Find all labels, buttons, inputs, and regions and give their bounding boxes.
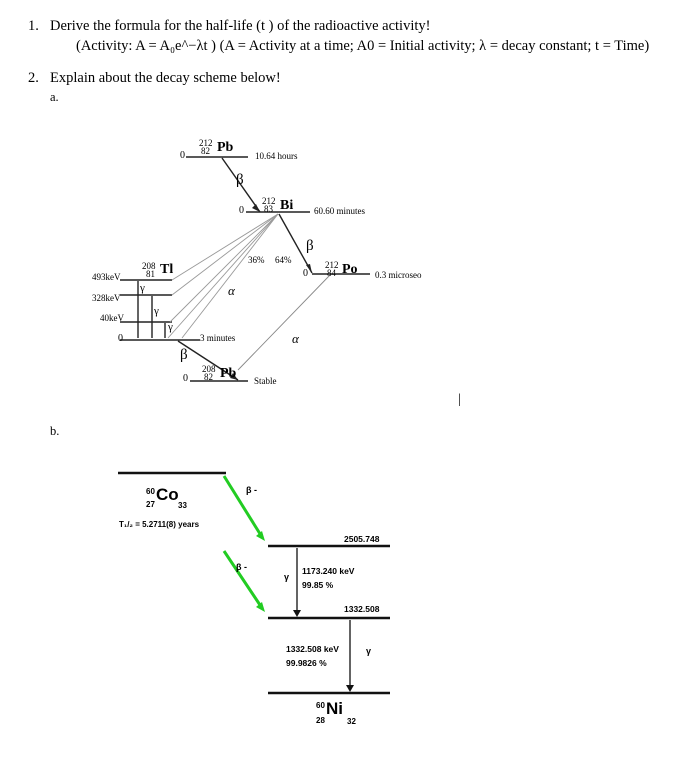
level-328kev: 328keV (92, 293, 121, 303)
tl208-symbol: Tl (160, 262, 174, 277)
pb212-halflife: 10.64 hours (255, 151, 298, 161)
bi212-z: 83 (264, 204, 273, 214)
question-2-text: Explain about the decay scheme below! (50, 70, 281, 86)
beta-label-b2: β - (236, 562, 247, 572)
question-2-number: 2. (28, 70, 39, 86)
po212-zero: 0 (303, 268, 308, 279)
po212-z: 84 (327, 268, 336, 278)
beta-arrow-green-1 (222, 475, 264, 538)
gamma-arrowhead-1332 (346, 685, 354, 692)
pb208-stable: Stable (254, 376, 277, 386)
pb208-zero: 0 (183, 373, 188, 384)
question-1-formula: (Activity: A = A₀e^−λt ) (A = Activity a… (76, 38, 650, 54)
tl208-z: 81 (146, 269, 155, 279)
ni60-z: 28 (316, 716, 325, 725)
gamma-label-1: γ (140, 282, 145, 294)
beta-branch-pct: 64% (275, 255, 292, 265)
beta-label-3: β (180, 347, 188, 363)
beta-arrow-green-2 (222, 550, 264, 609)
tl208-halflife: 3 minutes (200, 333, 236, 343)
pb212-mass: 212 (199, 138, 213, 148)
beta-label-2: β (306, 238, 314, 254)
gamma-arrowhead-1173 (293, 610, 301, 617)
pb208-symbol: Pb (220, 366, 237, 381)
ni60-mass: 60 (316, 701, 325, 710)
gamma-label-b1: γ (284, 572, 290, 582)
beta-arrow-bi-po (278, 213, 313, 274)
question-1-number: 1. (28, 18, 39, 34)
gamma1-intensity: 99.85 % (302, 580, 334, 590)
bi212-zero: 0 (239, 205, 244, 216)
co60-mass: 60 (146, 487, 155, 496)
pb208-z: 82 (204, 372, 213, 382)
gamma-label-b2: γ (366, 646, 372, 656)
po212-symbol: Po (342, 262, 358, 277)
ni60-n: 32 (347, 717, 356, 726)
beta-label-1: β (236, 172, 244, 188)
gamma2-energy: 1332.508 keV (286, 644, 339, 654)
beta-arrowhead-2 (256, 602, 265, 612)
bi212-mass: 212 (262, 196, 276, 206)
gamma1-energy: 1173.240 keV (302, 566, 355, 576)
level-493kev: 493keV (92, 272, 121, 282)
part-a-label: a. (50, 90, 59, 104)
level-1332-label: 1332.508 (344, 604, 380, 614)
co60-symbol: Co (156, 485, 179, 504)
gamma-label-3: γ (168, 321, 173, 333)
alpha-arrow-po-pb (237, 274, 331, 371)
tl208-zero: 0 (118, 333, 123, 344)
pb212-z: 82 (201, 146, 210, 156)
pb212-zero: 0 (180, 150, 185, 161)
level-2505-label: 2505.748 (344, 534, 380, 544)
ni60-symbol: Ni (326, 699, 343, 718)
part-b-label: b. (50, 424, 60, 438)
po212-mass: 212 (325, 260, 339, 270)
gamma2-intensity: 99.9826 % (286, 658, 327, 668)
pb212-symbol: Pb (217, 140, 234, 155)
tl208-mass: 208 (142, 261, 156, 271)
beta-arrow-tl-pb (177, 340, 239, 381)
co60-halflife: T₁/₂ = 5.2711(8) years (119, 520, 200, 529)
bi212-halflife: 60.60 minutes (314, 206, 365, 216)
bi212-symbol: Bi (280, 198, 294, 213)
beta-label-b1: β - (246, 485, 257, 495)
level-40kev: 40keV (100, 313, 124, 323)
alpha-label-1: α (228, 283, 235, 298)
pb208-mass: 208 (202, 364, 216, 374)
alpha-label-2: α (292, 331, 299, 346)
gamma-label-2: γ (154, 305, 159, 317)
co60-n: 33 (178, 501, 187, 510)
question-1-text: Derive the formula for the half-life (t … (50, 18, 431, 34)
beta-arrowhead-1 (256, 531, 265, 541)
text-cursor: | (458, 392, 461, 407)
co60-z: 27 (146, 500, 155, 509)
beta-arrow-pb-bi (221, 157, 261, 213)
alpha-branch-pct: 36% (248, 255, 265, 265)
po212-halflife: 0.3 microseo (375, 270, 422, 280)
